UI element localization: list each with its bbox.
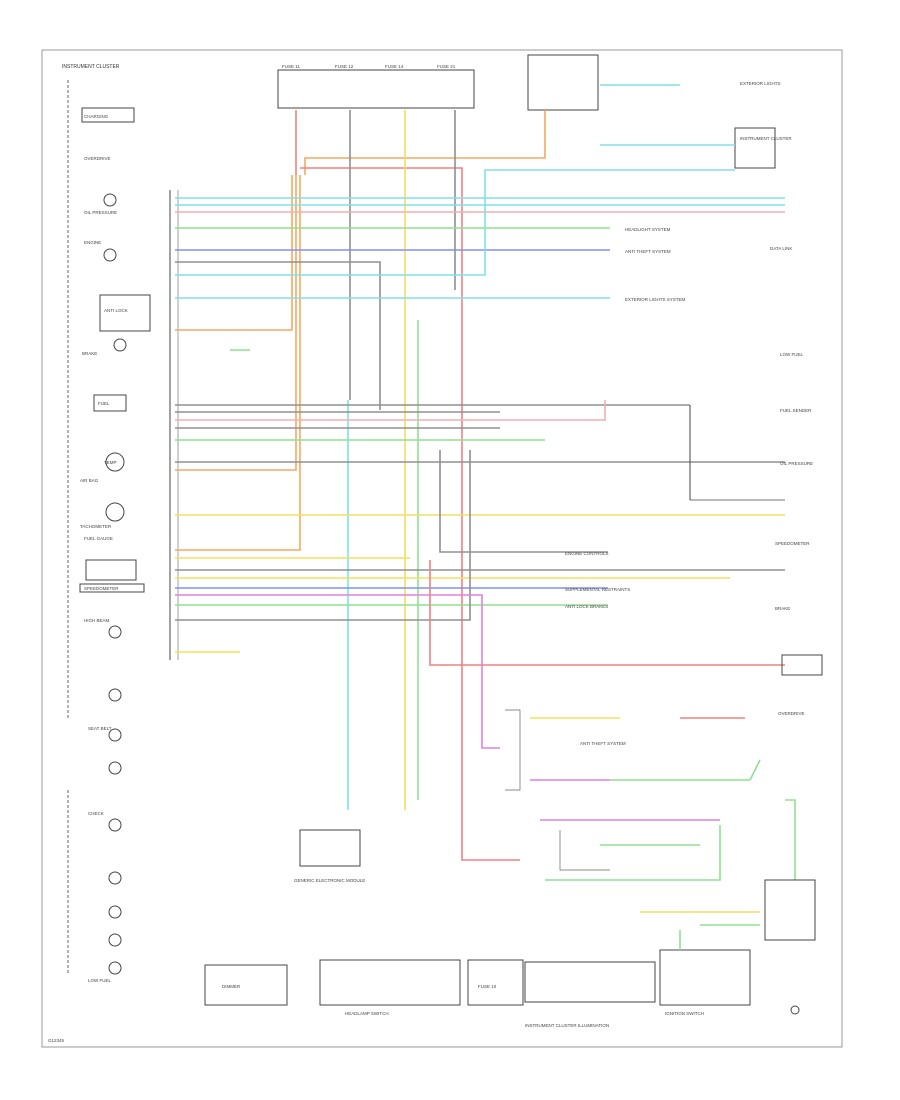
instrument-cluster-block (734, 127, 776, 169)
footer-code: G12345 (48, 1038, 65, 1043)
svg-text:ANTI THEFT SYSTEM: ANTI THEFT SYSTEM (625, 249, 671, 254)
anti-lock-lamp: ANTI LOCK (99, 294, 151, 332)
svg-text:FUSE 21: FUSE 21 (437, 64, 456, 69)
cluster-connector (169, 190, 179, 660)
svg-text:CHARGING: CHARGING (84, 114, 109, 119)
svg-text:SUPPLEMENTAL RESTRAINTS: SUPPLEMENTAL RESTRAINTS (565, 587, 630, 592)
lower-center-module (540, 759, 796, 881)
svg-text:EXTERIOR LIGHTS: EXTERIOR LIGHTS (740, 81, 781, 86)
svg-text:ANTI LOCK: ANTI LOCK (104, 308, 128, 313)
seat-belt-lamp: SEAT BELT (88, 726, 122, 742)
svg-text:OVERDRIVE: OVERDRIVE (778, 711, 805, 716)
dimmer-block (204, 964, 288, 1006)
lamp-circle (108, 933, 122, 947)
svg-text:HEADLIGHT SYSTEM: HEADLIGHT SYSTEM (625, 227, 671, 232)
relay-block (527, 54, 599, 111)
anti-theft-module: ANTI THEFT SYSTEM (505, 709, 750, 791)
svg-text:TACHOMETER: TACHOMETER (80, 524, 112, 529)
svg-text:HIGH BEAM: HIGH BEAM (84, 618, 110, 623)
tachometer: TACHOMETER (80, 502, 125, 529)
brake-lamp: BRAKE (82, 338, 127, 356)
lamp-circle (108, 871, 122, 885)
svg-text:HEADLAMP SWITCH: HEADLAMP SWITCH (345, 1011, 389, 1016)
low-fuel-lamp: LOW FUEL (88, 961, 122, 983)
left-components: CHARGING OVERDRIVE OIL PRESSURE ENGINE A… (79, 107, 151, 983)
engine-lamp: ENGINE (84, 240, 117, 262)
svg-text:FUSE 10: FUSE 10 (478, 984, 497, 989)
svg-text:IGNITION SWITCH: IGNITION SWITCH (665, 1011, 704, 1016)
temp-gauge: TEMP (104, 452, 125, 472)
svg-text:DIMMER: DIMMER (222, 984, 241, 989)
diagram-frame (41, 49, 843, 1048)
ignition-switch-block (659, 949, 751, 1006)
svg-text:DATA LINK: DATA LINK (770, 246, 792, 251)
svg-text:SPEEDOMETER: SPEEDOMETER (775, 541, 810, 546)
top-fuse-block: FUSE 11 FUSE 12 FUSE 14 FUSE 21 (277, 64, 475, 109)
headlamp-switch-block (319, 959, 461, 1006)
fuse-10-block (467, 959, 524, 1006)
svg-text:CHECK: CHECK (88, 811, 104, 816)
oil-pressure-lamp: OIL PRESSURE (84, 193, 117, 215)
charging-lamp: CHARGING (81, 107, 135, 123)
svg-text:FUEL GAUGE: FUEL GAUGE (84, 536, 113, 541)
svg-text:ENGINE: ENGINE (84, 240, 101, 245)
lamp-circle (108, 688, 122, 702)
svg-text:OIL PRESSURE: OIL PRESSURE (780, 461, 813, 466)
svg-text:INSTRUMENT CLUSTER: INSTRUMENT CLUSTER (740, 136, 792, 141)
overdrive-lamp-label: OVERDRIVE (84, 156, 111, 161)
speedometer: SPEEDOMETER (79, 583, 145, 593)
svg-text:EXTERIOR LIGHTS SYSTEM: EXTERIOR LIGHTS SYSTEM (625, 297, 686, 302)
svg-text:FUEL: FUEL (98, 401, 110, 406)
svg-text:FUSE 11: FUSE 11 (282, 64, 300, 69)
lamp-circle (108, 761, 122, 775)
svg-text:SEAT BELT: SEAT BELT (88, 726, 112, 731)
lamp-circle (108, 905, 122, 919)
svg-text:FUSE 12: FUSE 12 (335, 64, 354, 69)
air-bag-label: AIR BAG (80, 478, 99, 483)
right-lower-module (764, 879, 816, 1015)
generic-electronic-module: GENERIC ELECTRONIC MODULE (294, 829, 365, 883)
fuel-gauge: FUEL GAUGE (84, 536, 137, 581)
svg-text:LOW FUEL: LOW FUEL (88, 978, 112, 983)
illumination-block (524, 961, 656, 1003)
cluster-wires (175, 84, 785, 749)
high-beam-lamp: HIGH BEAM (84, 618, 122, 639)
svg-text:GENERIC ELECTRONIC MODULE: GENERIC ELECTRONIC MODULE (294, 878, 365, 883)
svg-text:OIL PRESSURE: OIL PRESSURE (84, 210, 117, 215)
svg-text:BRAKE: BRAKE (82, 351, 97, 356)
svg-text:SPEEDOMETER: SPEEDOMETER (84, 586, 119, 591)
check-lamp: CHECK (88, 811, 122, 832)
right-connections: HEADLIGHT SYSTEM ANTI THEFT SYSTEM EXTER… (565, 81, 823, 716)
svg-text:FUSE 14: FUSE 14 (385, 64, 404, 69)
svg-text:INSTRUMENT CLUSTER ILLUMINATIO: INSTRUMENT CLUSTER ILLUMINATION (525, 1023, 609, 1028)
svg-text:ENGINE CONTROLS: ENGINE CONTROLS (565, 551, 609, 556)
svg-text:LOW FUEL: LOW FUEL (780, 352, 804, 357)
cluster-title: INSTRUMENT CLUSTER (62, 64, 120, 70)
svg-text:BRAKE: BRAKE (775, 606, 790, 611)
bottom-blocks: DIMMER HEADLAMP SWITCH FUSE 10 INSTRUMEN… (204, 911, 760, 1028)
svg-text:ANTI THEFT SYSTEM: ANTI THEFT SYSTEM (580, 741, 626, 746)
fuel-lamp: FUEL (93, 394, 127, 412)
svg-text:ANTI LOCK BRAKES: ANTI LOCK BRAKES (565, 604, 608, 609)
svg-text:FUEL SENDER: FUEL SENDER (780, 408, 812, 413)
svg-text:TEMP: TEMP (104, 460, 117, 465)
